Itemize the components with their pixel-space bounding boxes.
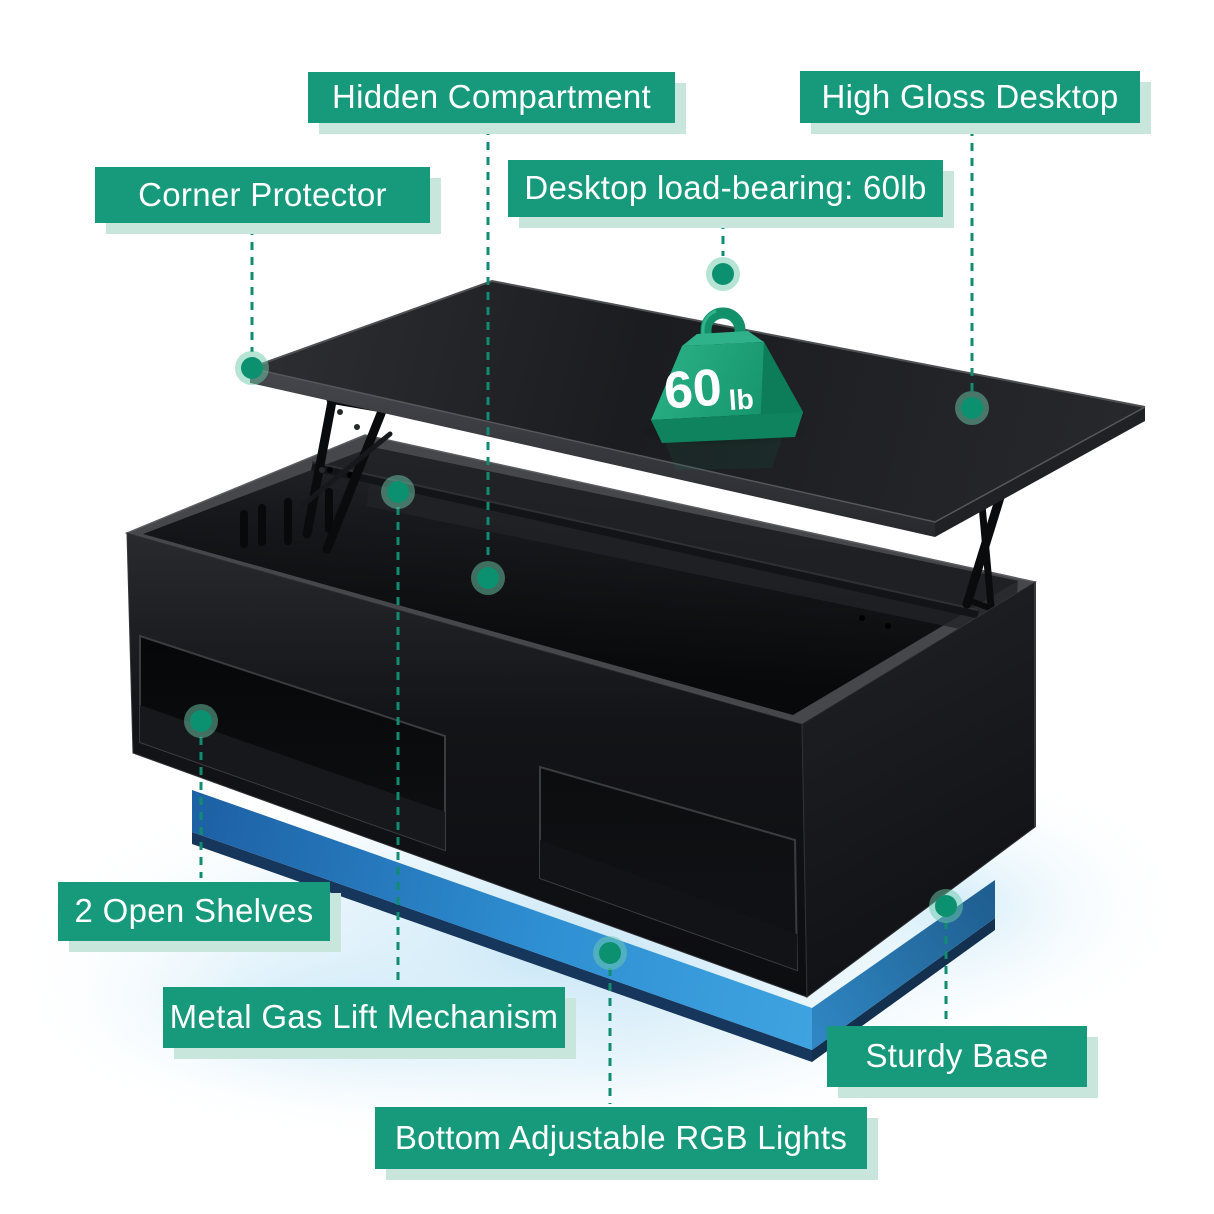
callout-metal-gas-lift: Metal Gas Lift Mechanism xyxy=(163,987,565,1048)
marker-dot-corner-protector xyxy=(235,351,269,385)
marker-dot-rgb-lights xyxy=(593,936,627,970)
callout-rgb-lights: Bottom Adjustable RGB Lights xyxy=(375,1107,867,1169)
hinge-pegs xyxy=(240,488,333,548)
marker-dot-hidden-compartment xyxy=(471,561,505,595)
weight-unit: lb xyxy=(728,383,755,416)
callout-desktop-load-bearing: Desktop load-bearing: 60lb xyxy=(508,160,943,217)
marker-dots xyxy=(184,257,989,970)
marker-dot-open-shelves xyxy=(184,704,218,738)
callout-corner-protector: Corner Protector xyxy=(95,167,430,223)
table-cabinet xyxy=(124,391,1037,998)
callout-label: Desktop load-bearing: 60lb xyxy=(524,169,927,206)
gas-lift-bar xyxy=(311,461,979,629)
open-shelf-right xyxy=(539,765,799,972)
callout-high-gloss-desktop: High Gloss Desktop xyxy=(800,71,1140,123)
marker-dot-sturdy-base xyxy=(929,889,963,923)
marker-dot-load-bearing xyxy=(706,257,740,291)
callout-sturdy-base: Sturdy Base xyxy=(827,1026,1087,1087)
weight-value: 60 xyxy=(662,359,724,421)
callout-label: High Gloss Desktop xyxy=(821,77,1119,115)
callout-label: Sturdy Base xyxy=(865,1037,1049,1074)
lift-arm-left-bolts xyxy=(319,409,360,473)
open-shelf-left xyxy=(139,634,446,852)
callout-label: 2 Open Shelves xyxy=(74,892,314,929)
leader-lines xyxy=(199,127,974,1104)
marker-dot-high-gloss xyxy=(955,391,989,425)
marker-dot-gas-lift xyxy=(381,475,415,509)
weight-icon: 60 lb xyxy=(634,307,810,470)
callout-hidden-compartment: Hidden Compartment xyxy=(308,72,675,123)
callout-label: Corner Protector xyxy=(138,175,387,213)
callout-open-shelves: 2 Open Shelves xyxy=(58,882,330,941)
callout-label: Metal Gas Lift Mechanism xyxy=(169,998,559,1035)
callout-label: Hidden Compartment xyxy=(331,78,652,115)
callout-label: Bottom Adjustable RGB Lights xyxy=(394,1118,848,1156)
